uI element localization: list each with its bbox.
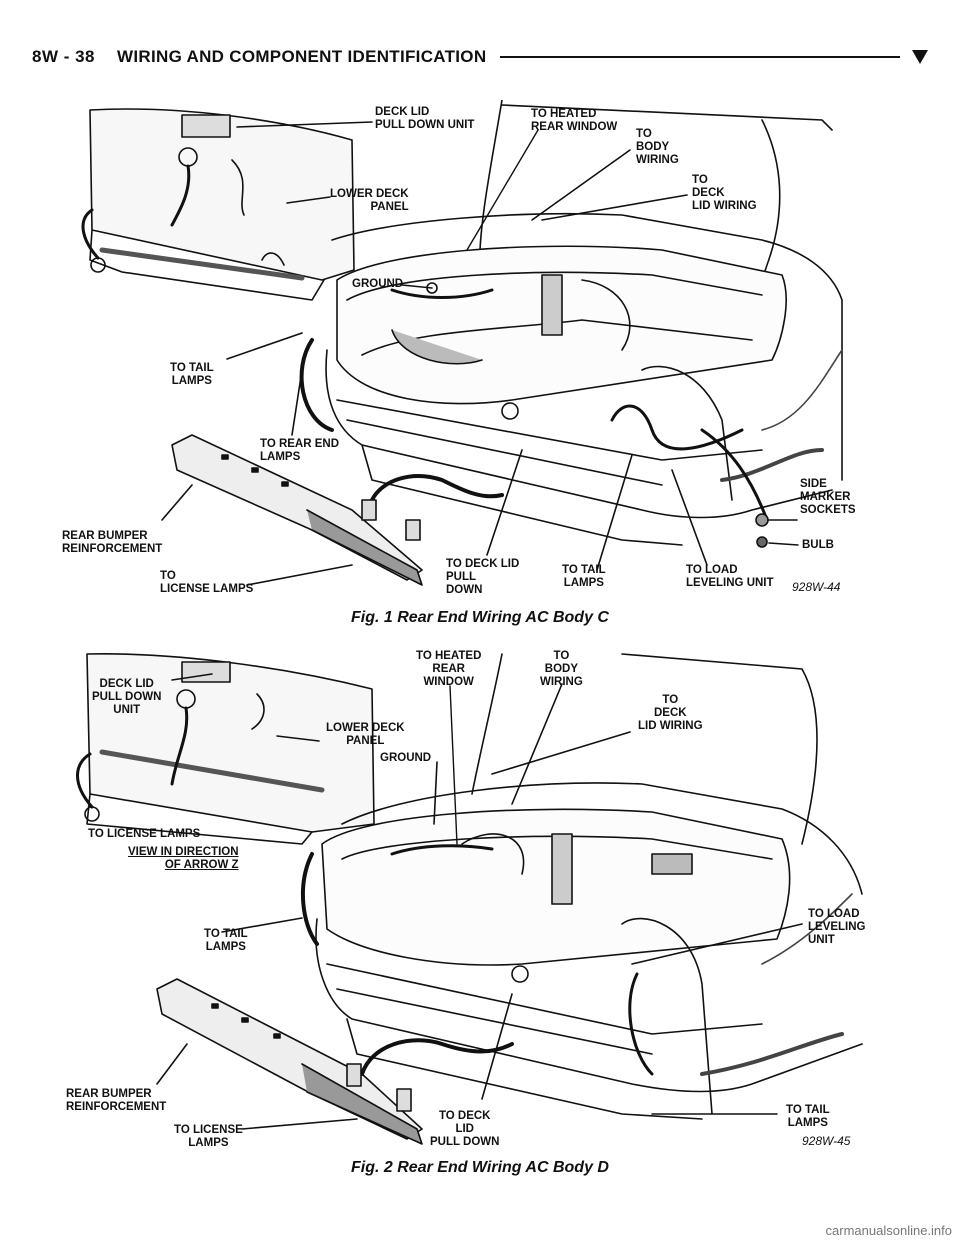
label-rear-bumper-reinforcement: REAR BUMPER REINFORCEMENT xyxy=(66,1088,167,1113)
section-title: WIRING AND COMPONENT IDENTIFICATION xyxy=(117,47,487,66)
label-to-load-leveling-unit: TO LOAD LEVELING UNIT xyxy=(686,564,774,589)
label-ground: GROUND xyxy=(352,278,404,290)
label-to-deck-lid-pull-down: TO DECK LID PULL DOWN xyxy=(430,1110,500,1148)
figure-1-caption: Fig. 1 Rear End Wiring AC Body C xyxy=(351,609,609,626)
label-to-load-leveling-unit: TO LOAD LEVELING UNIT xyxy=(808,908,866,946)
label-lower-deck-panel: LOWER DECK PANEL xyxy=(330,188,409,213)
figure-1-illustration xyxy=(81,100,843,586)
label-to-tail-lamps-left: TO TAIL LAMPS xyxy=(204,928,248,953)
label-side-marker-sockets: SIDE MARKER SOCKETS xyxy=(800,478,856,516)
label-ground: GROUND xyxy=(380,752,432,764)
label-deck-lid-pull-down-unit: DECK LID PULL DOWN UNIT xyxy=(375,106,475,131)
watermark: carmanualsonline.info xyxy=(825,1223,952,1238)
label-view-in-direction: VIEW IN DIRECTION OF ARROW Z xyxy=(128,846,239,871)
figure-2-illustration xyxy=(76,653,863,1145)
down-triangle-icon xyxy=(912,50,928,64)
label-to-heated-rear-window: TO HEATED REAR WINDOW xyxy=(531,108,618,133)
label-to-license-lamps-bottom: TO LICENSE LAMPS xyxy=(174,1124,243,1149)
label-to-license-lamps: TO LICENSE LAMPS xyxy=(160,570,254,595)
label-rear-bumper-reinforcement: REAR BUMPER REINFORCEMENT xyxy=(62,530,163,555)
figure-1: DECK LID PULL DOWN UNIT TO HEATED REAR W… xyxy=(62,100,902,605)
label-to-tail-lamps-right: TO TAIL LAMPS xyxy=(786,1104,830,1129)
label-to-deck-lid-pull-down: TO DECK LID PULL DOWN xyxy=(446,558,520,596)
label-lower-deck-panel: LOWER DECK PANEL xyxy=(326,722,405,747)
label-to-license-lamps-top: TO LICENSE LAMPS xyxy=(88,828,201,840)
page-header: 8W - 38 WIRING AND COMPONENT IDENTIFICAT… xyxy=(32,44,928,70)
label-bulb: BULB xyxy=(802,539,834,551)
label-to-tail-lamps-left: TO TAIL LAMPS xyxy=(170,362,214,387)
header-rule xyxy=(500,56,900,58)
label-to-heated-rear-window: TO HEATED REAR WINDOW xyxy=(416,650,482,688)
figure-2-code: 928W-45 xyxy=(802,1134,851,1148)
label-to-body-wiring: TO BODY WIRING xyxy=(540,650,583,688)
label-to-deck-lid-wiring: TO DECK LID WIRING xyxy=(638,694,703,732)
label-to-deck-lid-wiring: TO DECK LID WIRING xyxy=(692,174,757,212)
label-deck-lid-pull-down-unit: DECK LID PULL DOWN UNIT xyxy=(92,678,162,716)
figure-2-caption: Fig. 2 Rear End Wiring AC Body D xyxy=(351,1159,609,1176)
page-number: 8W - 38 xyxy=(32,47,96,66)
label-to-rear-end-lamps: TO REAR END LAMPS xyxy=(260,438,340,463)
figure-1-code: 928W-44 xyxy=(792,580,841,594)
figure-2: DECK LID PULL DOWN UNIT TO HEATED REAR W… xyxy=(62,644,902,1156)
label-to-tail-lamps-right: TO TAIL LAMPS xyxy=(562,564,606,589)
label-to-body-wiring: TO BODY WIRING xyxy=(636,128,679,166)
